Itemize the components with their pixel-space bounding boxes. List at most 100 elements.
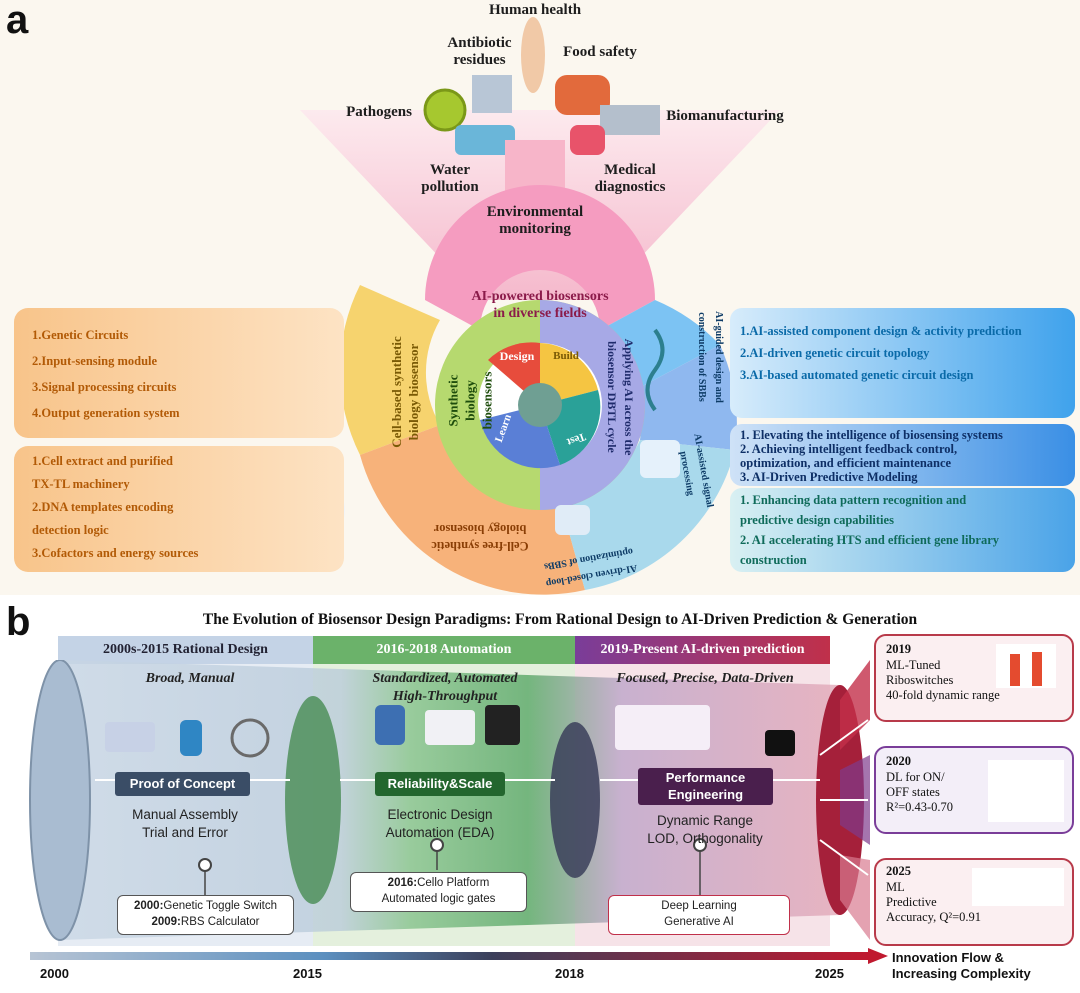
ai-closed-loop-item: construction [740,553,807,567]
cell-free-item: 2.DNA templates encoding [32,500,174,514]
milestone-node [198,858,212,872]
stage-performance-engineering: Performance Engineering [638,768,773,805]
timeline-tick-2015: 2015 [293,966,322,981]
ring-bottomleft-segment [360,425,585,595]
dna-helix-icon [180,720,202,756]
cell-based-list: 1.Genetic Circuits 2.Input-sensing modul… [32,322,180,426]
ai-closed-loop-item: 2. AI accelerating HTS and efficient gen… [740,533,999,547]
ai-design-box: 1.AI-assisted component design & activit… [730,308,1075,418]
ai-closed-loop-item: predictive design capabilities [740,513,894,527]
milestone-year: 2009: [151,916,181,928]
ai-closed-loop-box: 1. Enhancing data pattern recognition an… [730,488,1075,572]
ring-left-segment [339,285,440,455]
bar-chart-icon [996,644,1056,688]
milestone-text: Genetic Toggle Switch [163,900,277,912]
milestone-entry: 2009:RBS Calculator [118,914,293,930]
ring-top-segment [425,185,655,330]
ai-design-item: 1.AI-assisted component design & activit… [740,324,1022,338]
result-text: ML Predictive Accuracy, Q²=0.91 [886,880,982,924]
ring-rightmid-segment [635,345,737,450]
ai-signal-list: 1. Elevating the intelligence of biosens… [740,428,1003,484]
result-arrow [819,839,869,876]
cell-free-item: 3.Cofactors and energy sources [32,546,199,560]
field-antibiotic: Antibiotic residues [447,35,512,68]
panel-b-title: The Evolution of Biosensor Design Paradi… [202,611,918,628]
milestone-text: Generative AI [664,916,734,928]
field-pathogens: Pathogens [346,104,412,120]
pathogen-icon [423,88,467,132]
field-biomanufacturing: Biomanufacturing [666,108,784,124]
food-icon [555,75,610,115]
milestone-year: 2000: [134,900,164,912]
milestone-entry: Generative AI [609,914,789,930]
plasmid-icon [230,718,270,758]
ai-signal-item: optimization, and efficient maintenance [740,456,952,470]
era-ai-header: 2019-Present AI-driven prediction [575,636,830,664]
neural-network-icon [988,760,1064,822]
field-environmental: Environmental monitoring [486,204,584,237]
inner-right-label: Applying AI across the biosensor DBTL cy… [605,338,636,456]
milestone-rational: 2000:Genetic Toggle Switch 2009:RBS Calc… [117,895,294,935]
sequence-icon [972,868,1064,906]
molecules-icon [105,722,155,752]
timeline-bar [30,952,870,960]
era-ai-subtitle: Focused, Precise, Data-Driven [616,671,794,686]
cell-based-item: 4.Output generation system [32,406,180,420]
ring-left-label: Cell-based synthetic biology biosensor [389,336,421,448]
cycle-design-label: Design [499,349,535,363]
bar-icon [1010,654,1020,686]
era-rational-header: 2000s-2015 Rational Design [58,636,313,664]
cell-free-item: TX-TL machinery [32,477,130,491]
milestone-text: RBS Calculator [180,916,260,928]
timeline-arrowhead [868,948,888,964]
milestone-ai: Deep Learning Generative AI [608,895,790,935]
milestone-text: Deep Learning [661,900,737,912]
panel-a-graphic [188,17,780,595]
ai-signal-item: 2. Achieving intelligent feedback contro… [740,442,958,456]
result-2020: 2020 DL for ON/ OFF states R²=0.43-0.70 [874,746,1074,834]
output-ray-top [840,660,870,750]
funnel-graphic [29,660,870,941]
ai-design-item: 2.AI-driven genetic circuit topology [740,346,930,360]
era-automation-header: 2016-2018 Automation [313,636,575,664]
ring-righttop-label: AI-guided design and construction of SBB… [696,311,724,403]
cell-based-item: 1.Genetic Circuits [32,328,129,342]
stage-automation-desc: Electronic Design Automation (EDA) [385,807,495,840]
milestone-text: Automated logic gates [381,893,496,905]
stage-proof-of-concept: Proof of Concept [115,772,250,796]
inner-left-label: Synthetic biology biosensors [445,371,495,430]
result-year: 2020 [886,754,911,768]
result-year: 2019 [886,642,911,656]
milestone-entry: Deep Learning [609,898,789,914]
building-icon [472,75,512,113]
result-2019: 2019 ML-Tuned Riboswitches 40-fold dynam… [874,634,1074,722]
ring-rightbottom-segment [560,440,735,590]
timeline-end-label: Innovation Flow & Increasing Complexity [892,950,1031,981]
processing-icon [640,440,680,478]
field-human-health: Human health [488,2,582,18]
cycle-center-icon [518,383,562,427]
result-text: DL for ON/ OFF states R²=0.43-0.70 [886,770,954,814]
panel-b-label: b [6,600,31,644]
funnel-mouth [29,660,91,941]
ai-design-list: 1.AI-assisted component design & activit… [740,320,1022,386]
cell-based-item: 2.Input-sensing module [32,354,158,368]
result-year: 2025 [886,864,911,878]
field-water: Water pollution [421,162,479,195]
milestone-year: 2016: [387,877,418,889]
ai-closed-loop-item: 1. Enhancing data pattern recognition an… [740,493,967,507]
funnel-ring-2018 [550,722,600,878]
stage-ai-desc: Dynamic Range LOD, Orthogonality [647,813,763,846]
field-food-safety: Food safety [563,44,637,60]
factory-icon [600,105,660,135]
funnel-ring-2015 [285,696,341,904]
stage-rational-desc: Manual Assembly Trial and Error [132,807,238,840]
cell-free-item: detection logic [32,523,109,537]
milestone-automation: 2016:Cello Platform Automated logic gate… [350,872,527,912]
ai-signal-item: 1. Elevating the intelligence of biosens… [740,428,1003,442]
nn-icon [615,705,710,750]
cell-based-item: 3.Signal processing circuits [32,380,177,394]
ai-closed-loop-list: 1. Enhancing data pattern recognition an… [740,490,999,570]
cell-free-list: 1.Cell extract and purified TX-TL machin… [32,450,198,565]
cell-based-box: 1.Genetic Circuits 2.Input-sensing modul… [14,308,344,438]
